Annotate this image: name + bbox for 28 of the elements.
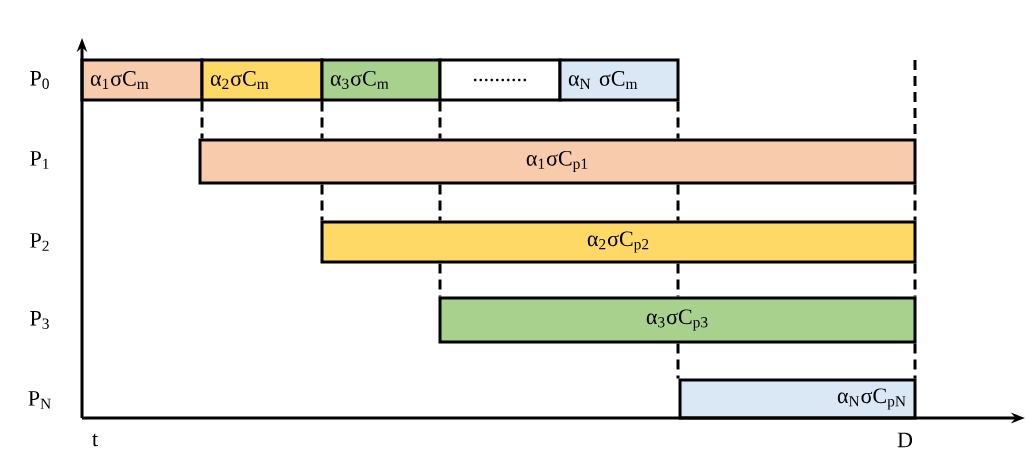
row-label: P$_{3}$ [30, 311, 49, 329]
dashed-line [438, 263, 442, 297]
task-bar: α$_{3}$σC$_{p3}$ [438, 296, 917, 344]
task-bar: α$_{3}$σC$_{m}$ [320, 58, 442, 102]
row-label: P$_{0}$ [30, 71, 49, 89]
dashed-line [676, 343, 680, 379]
dashed-line [320, 101, 324, 139]
row-label: P$_{2}$ [30, 233, 49, 251]
dashed-line [913, 343, 917, 379]
dashed-line [676, 263, 680, 297]
task-bar: α$_{2}$σC$_{p2}$ [320, 220, 917, 264]
task-bar: α$_{2}$σC$_{m}$ [200, 58, 324, 102]
dashed-line [438, 101, 442, 139]
dashed-line [676, 101, 680, 139]
task-bar: α$_{N}$ σC$_{m}$ [558, 58, 680, 102]
dashed-line [676, 184, 680, 221]
task-bar: α$_{1}$σC$_{m}$ [80, 58, 204, 102]
task-bar: α$_{1}$σC$_{p1}$ [198, 138, 917, 185]
dashed-line [438, 184, 442, 221]
dashed-line [913, 184, 917, 221]
dashed-line [913, 263, 917, 297]
row-label: P$_{1}$ [30, 151, 49, 169]
axis-label: t [92, 433, 98, 447]
task-bar: α$_{N}$σC$_{pN}$ [678, 378, 917, 420]
task-bar: .......... [438, 58, 562, 102]
dashed-line [320, 184, 324, 221]
dashed-line [200, 101, 204, 139]
row-label: P$_{N}$ [28, 391, 51, 409]
